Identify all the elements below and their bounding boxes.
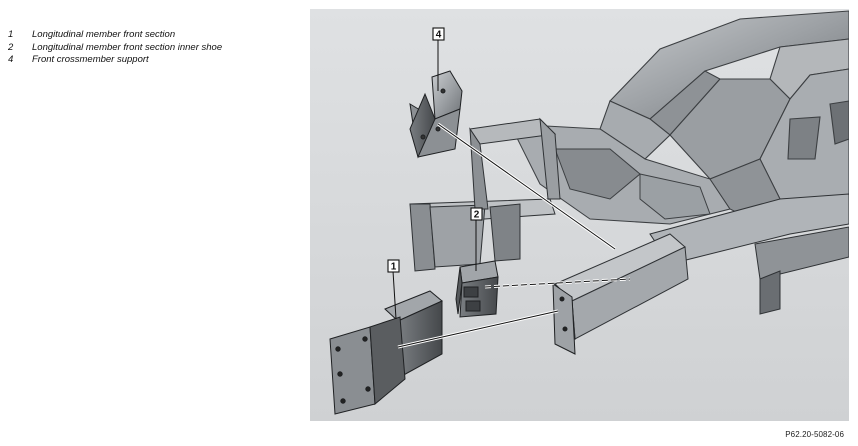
part-front-crossmember-support — [409, 70, 463, 159]
legend-item: 1 Longitudinal member front section — [8, 28, 222, 41]
legend-label: Longitudinal member front section — [32, 28, 176, 40]
svg-text:1: 1 — [391, 262, 397, 273]
legend-item: 2 Longitudinal member front section inne… — [8, 41, 222, 54]
assembly-lines-outline — [397, 123, 631, 348]
front-crossmember — [409, 117, 561, 272]
side-rail — [649, 193, 849, 315]
body-shell — [599, 10, 849, 210]
figure-reference-number: P62.20-5082-06 — [785, 430, 844, 439]
part-longitudinal-member-front-section — [329, 290, 443, 415]
legend: 1 Longitudinal member front section 2 Lo… — [8, 28, 222, 66]
callout-4: 4 — [432, 27, 445, 41]
legend-number: 4 — [8, 54, 14, 66]
legend-item: 4 Front crossmember support — [8, 54, 222, 67]
callout-1: 1 — [387, 259, 400, 273]
svg-text:2: 2 — [474, 210, 480, 221]
callout-leaders — [392, 40, 477, 320]
legend-label: Front crossmember support — [32, 54, 149, 66]
legend-label: Longitudinal member front section inner … — [32, 41, 223, 53]
svg-text:4: 4 — [436, 30, 442, 41]
legend-number: 1 — [8, 28, 14, 40]
legend-number: 2 — [8, 41, 14, 53]
rail-end-plate — [552, 283, 576, 355]
part-inner-shoe — [455, 260, 499, 318]
callout-2: 2 — [470, 207, 483, 221]
vehicle-body-illustration: 4 2 1 — [310, 9, 849, 421]
